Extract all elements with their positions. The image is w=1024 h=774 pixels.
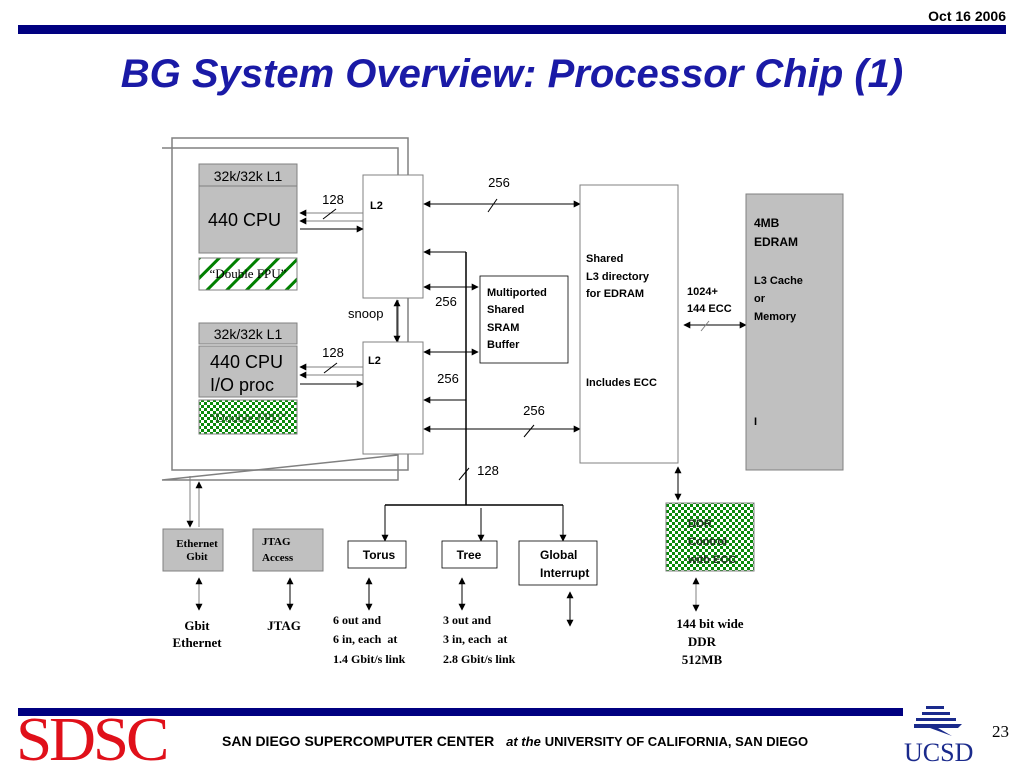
cpu1-l1-cache (198, 322, 298, 345)
jtag-line-1: Access (262, 552, 294, 564)
header-rule (18, 25, 1006, 34)
jtag-ext: JTAG (267, 618, 301, 633)
cpu0-l2 (362, 174, 424, 299)
cpu0-double-fpu (198, 257, 298, 291)
cpu0-bus-width: 128 (322, 192, 344, 207)
cpu0-l2-label: L2 (370, 200, 383, 212)
ddr-ctrl-line-0: DDR (688, 518, 712, 530)
global-interrupt-line-1: Interrupt (540, 566, 589, 580)
footer-center-name: SAN DIEGO SUPERCOMPUTER CENTER (222, 733, 495, 749)
bus-label-top-l3: 256 (488, 175, 510, 190)
ethernet-block (162, 528, 224, 572)
sram-line-0: Multiported (487, 287, 547, 299)
torus-ext-0: 6 out and (333, 613, 381, 627)
edram-title-1: EDRAM (754, 235, 798, 249)
cpu1-core (198, 345, 298, 398)
ddr-ctrl-line-2: with ECC (687, 554, 736, 566)
ddr-ctrl-line-1: Control (688, 536, 727, 548)
sdsc-logo: SDSC (16, 706, 169, 774)
edram-block (745, 193, 844, 471)
cpu1-io-label: I/O proc (210, 375, 274, 395)
ucsd-logo-icon (914, 706, 962, 736)
cpu0-core (198, 185, 298, 254)
ethernet-line-0: Ethernet (176, 538, 218, 550)
tree-ext-2: 2.8 Gbit/s link (443, 652, 516, 666)
ddr-controller (665, 502, 755, 572)
sram-buffer (479, 275, 569, 364)
ethernet-ext-0: Gbit (184, 618, 210, 633)
edram-marker: I (754, 416, 757, 428)
cpu1-l2 (362, 341, 424, 455)
cpu0-l1-label: 32k/32k L1 (214, 168, 283, 184)
sram-line-2: SRAM (487, 322, 519, 334)
bus-label-sram-lower: 256 (437, 371, 459, 386)
footer-at: at the (506, 734, 541, 749)
l3-dir-line-2: for EDRAM (586, 288, 644, 300)
bus-label-bottom-l3: 256 (523, 403, 545, 418)
ethernet-line-1: Gbit (186, 551, 208, 563)
cpu1-bus-width: 128 (322, 345, 344, 360)
footer-institution: SAN DIEGO SUPERCOMPUTER CENTER at the UN… (222, 733, 808, 749)
edram-desc-2: Memory (754, 311, 797, 323)
cpu1-core-label: 440 CPU (210, 352, 283, 372)
edram-desc-0: L3 Cache (754, 275, 803, 287)
edram-desc-1: or (754, 293, 766, 305)
snoop-label: snoop (348, 306, 383, 321)
edram-link-line-1: 144 ECC (687, 303, 732, 315)
sram-line-1: Shared (487, 304, 524, 316)
bus-label-sram-upper: 256 (435, 294, 457, 309)
jtag-block (252, 528, 324, 572)
footer-rule (18, 708, 903, 716)
cpu0-group: 32k/32k L1 440 CPU “Double FPU” L2 128 (198, 163, 424, 299)
ucsd-logo-text: UCSD (904, 738, 974, 767)
edram-link-line-0: 1024+ (687, 286, 718, 298)
torus-ext-1: 6 in, each at (333, 632, 397, 646)
l3-dir-ecc: Includes ECC (586, 377, 657, 389)
ddr-mem-line-1: DDR (688, 634, 717, 649)
bus-label-network: 128 (477, 463, 499, 478)
tree-block (441, 540, 498, 569)
ethernet-ext-1: Ethernet (172, 635, 222, 650)
cpu1-double-fpu (198, 399, 298, 435)
footer-university: UNIVERSITY OF CALIFORNIA, SAN DIEGO (544, 734, 809, 749)
global-interrupt-line-0: Global (540, 548, 577, 562)
torus-ext-2: 1.4 Gbit/s link (333, 652, 406, 666)
cpu0-fpu-label: “Double FPU” (210, 266, 287, 281)
ddr-mem-line-0: 144 bit wide (676, 616, 743, 631)
torus-block (347, 540, 407, 569)
tree-ext-1: 3 in, each at (443, 632, 507, 646)
cpu0-core-label: 440 CPU (208, 210, 281, 230)
l3-directory (579, 184, 679, 464)
tree-label: Tree (457, 548, 482, 562)
page-number: 23 (992, 722, 1009, 741)
jtag-line-0: JTAG (262, 536, 291, 548)
torus-label: Torus (363, 548, 396, 562)
global-interrupt-block (518, 540, 598, 586)
l3-dir-line-1: L3 directory (586, 271, 650, 283)
cpu1-l2-label: L2 (368, 355, 381, 367)
cpu1-fpu-label: “Double FPU” (210, 410, 287, 425)
chip-outline-outer (171, 137, 409, 471)
ddr-mem-line-2: 512MB (682, 652, 723, 667)
slide-title: BG System Overview: Processor Chip (1) (120, 52, 904, 96)
cpu1-l1-label: 32k/32k L1 (214, 326, 283, 342)
tree-ext-0: 3 out and (443, 613, 491, 627)
cpu1-group: 32k/32k L1 440 CPU I/O proc “Double FPU”… (198, 322, 424, 455)
slide-date: Oct 16 2006 (928, 8, 1006, 24)
l3-dir-line-0: Shared (586, 253, 623, 265)
edram-title-0: 4MB (754, 216, 780, 230)
sram-line-3: Buffer (487, 339, 520, 351)
